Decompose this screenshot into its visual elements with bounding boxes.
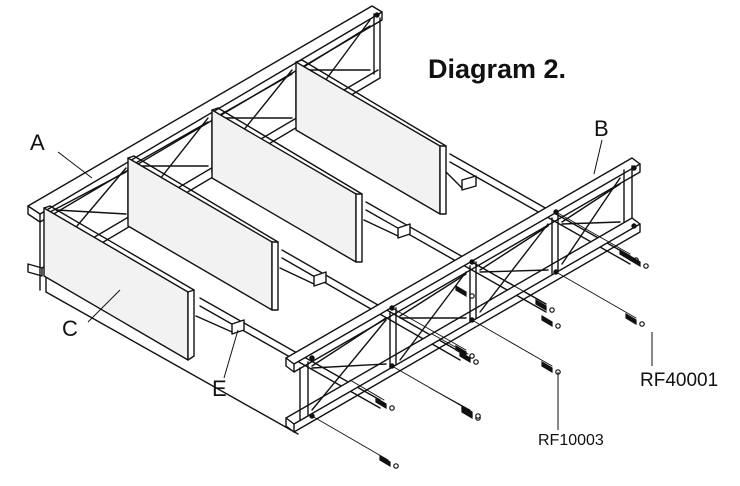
front-frame-b — [285, 157, 641, 433]
screw-leader-lines — [311, 211, 637, 461]
label-a: A — [30, 130, 45, 155]
screw-icon — [625, 312, 645, 327]
part-code-rf40001: RF40001 — [640, 370, 719, 391]
screw-icon — [535, 298, 555, 313]
label-leaders — [57, 139, 653, 430]
screw-icon — [455, 284, 475, 299]
screw-icon — [379, 454, 399, 469]
screw-icon — [461, 404, 481, 419]
divider-panels — [43, 59, 447, 361]
screw-icon — [541, 314, 561, 329]
diagram-title: Diagram 2. — [428, 54, 567, 84]
screw-icon — [629, 254, 649, 269]
label-e: E — [212, 376, 227, 401]
label-b: B — [594, 116, 609, 141]
part-code-rf10003: RF10003 — [538, 432, 604, 449]
screw-icon — [459, 350, 479, 365]
screw-icon — [375, 396, 395, 411]
label-c: C — [62, 316, 78, 341]
screw-icon — [541, 360, 561, 375]
